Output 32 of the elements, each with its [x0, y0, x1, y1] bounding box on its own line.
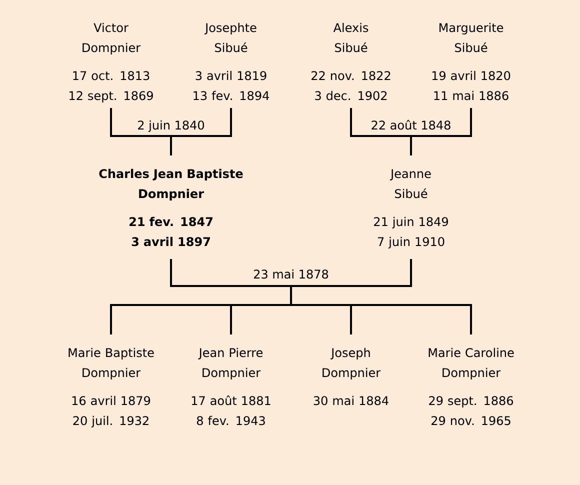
date: 3 dec. 1902 — [315, 90, 387, 100]
person-name: Jeanne Sibué — [390, 169, 431, 198]
date: 21 juin 1849 — [374, 216, 448, 228]
date: 16 avril 1879 — [72, 396, 150, 406]
person-name: Joseph Dompnier — [322, 348, 381, 380]
date: 29 nov. 1965 — [432, 416, 510, 426]
date-label: 22 août 1848 — [372, 120, 450, 130]
person-name: Marguerite Sibué — [439, 22, 504, 52]
date: 13 fev. 1894 — [194, 90, 270, 100]
date: 29 sept. 1886 — [429, 396, 514, 408]
date: 11 mai 1886 — [434, 90, 508, 100]
date: 3 avril 1897 — [132, 236, 210, 246]
person-name: Josephte Sibué — [204, 22, 256, 52]
person-name: Marie Caroline Dompnier — [428, 348, 514, 380]
date: 19 avril 1820 — [432, 70, 510, 80]
person-name: Jean Pierre Dompnier — [198, 348, 263, 380]
person-name: Alexis Sibué — [333, 22, 368, 52]
person-name: Charles Jean Baptiste Dompnier — [99, 168, 243, 200]
date: 21 fev. 1847 — [130, 216, 212, 226]
date: 30 mai 1884 — [314, 396, 388, 406]
date: 20 juil. 1932 — [73, 416, 148, 428]
date-label: 23 mai 1878 — [254, 269, 328, 279]
date: 8 fev. 1943 — [196, 416, 265, 426]
date: 17 août 1881 — [192, 395, 270, 406]
person-name: Victor Dompnier — [82, 22, 141, 54]
date: 12 sept. 1869 — [70, 91, 153, 102]
date: 7 juin 1910 — [378, 236, 444, 248]
date-label: 2 juin 1840 — [138, 120, 204, 132]
date: 17 oct. 1813 — [73, 71, 150, 80]
person-name: Marie Baptiste Dompnier — [68, 348, 154, 380]
date: 22 nov. 1822 — [312, 71, 390, 80]
date: 3 avril 1819 — [196, 70, 266, 80]
